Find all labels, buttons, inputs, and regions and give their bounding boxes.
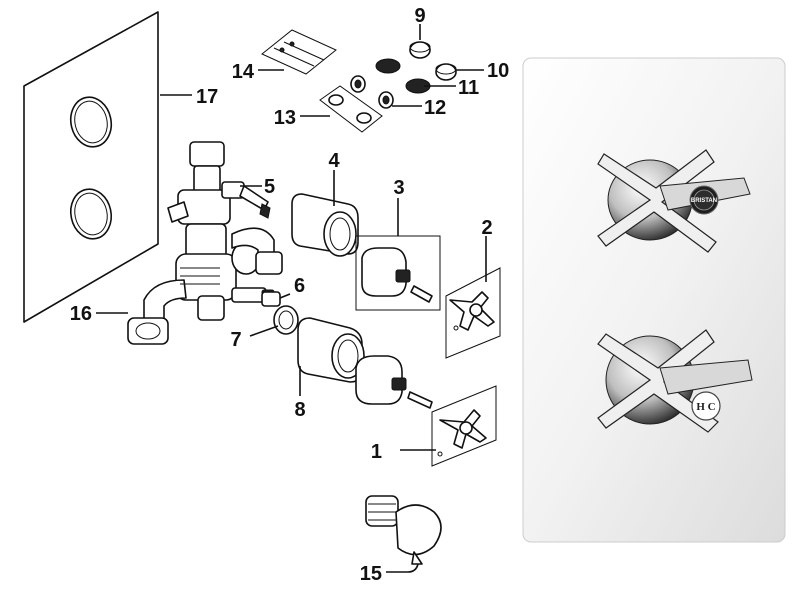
callout-6: 6: [294, 275, 305, 297]
callout-16: 16: [70, 303, 92, 325]
leader-6: [279, 293, 291, 299]
cover-plate-drawing: [23, 11, 159, 323]
callout-2: 2: [481, 217, 492, 239]
filter-washer-drawing: [375, 58, 431, 94]
wall-outlet-drawing: [365, 495, 442, 565]
retaining-ring-drawing: [273, 305, 299, 335]
lower-control-photo: H C: [597, 329, 753, 433]
callout-15: 15: [360, 563, 382, 585]
upper-handle-box: [445, 267, 501, 359]
leader-15: [386, 563, 419, 573]
callout-numbers: 1 2 3 4 5 6 7 8 9 10 11 12 13 14 15 16 1…: [70, 5, 510, 585]
leader-lines: [96, 24, 487, 573]
lower-adaptor-drawing: [355, 355, 433, 409]
callout-4: 4: [328, 150, 340, 172]
chrome-plate: [522, 57, 786, 543]
product-photo: BRISTAN H C: [522, 57, 786, 543]
callout-1: 1: [371, 441, 382, 463]
callout-10: 10: [487, 60, 509, 82]
callout-8: 8: [294, 399, 305, 421]
fixing-kit-drawing: [261, 29, 337, 75]
upper-adaptor-box: [355, 235, 441, 311]
callout-17: 17: [196, 86, 218, 108]
spacer-kit-drawing: [319, 85, 383, 133]
temperature-spindle-drawing: [261, 291, 281, 307]
callout-7: 7: [230, 329, 241, 351]
callout-5: 5: [264, 176, 275, 198]
cap-small-drawing: [435, 63, 457, 81]
brand-mark: BRISTAN: [691, 198, 717, 204]
callout-3: 3: [393, 177, 404, 199]
upper-shroud-drawing: [291, 193, 359, 257]
lower-shroud-drawing: [297, 317, 365, 383]
callout-13: 13: [274, 107, 296, 129]
leader-7: [249, 325, 279, 337]
cap-drawing: [409, 41, 431, 59]
callout-11: 11: [458, 77, 479, 99]
hot-cold-mark: H C: [696, 401, 715, 413]
lower-handle-box: [431, 385, 497, 467]
valve-body-drawing: [127, 141, 283, 345]
callout-14: 14: [232, 61, 255, 83]
upper-control-photo: BRISTAN: [597, 149, 751, 253]
flow-spindle-drawing: [221, 181, 271, 219]
callout-12: 12: [424, 97, 446, 119]
callout-9: 9: [414, 5, 425, 27]
check-valve-drawing: [350, 75, 394, 109]
